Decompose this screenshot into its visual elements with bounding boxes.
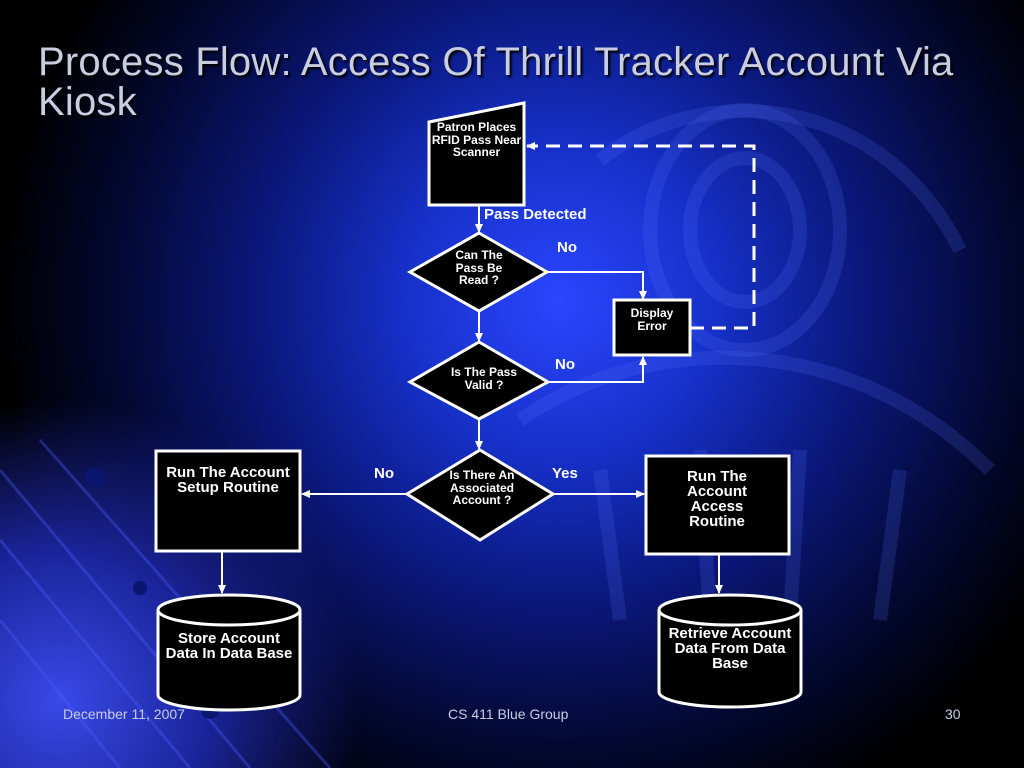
node-run-account-access: Run The Account Access Routine [687,468,747,530]
display-error-shape [612,298,692,357]
node-is-there-account: Is There An Associated Account ? [449,468,515,508]
retrieve-database-shape [657,593,803,709]
edge-label-account-yes: Yes [552,465,578,482]
edge-label-pass-detected: Pass Detected [484,206,587,223]
account-setup-shape [154,449,302,553]
node-patron-places-pass: Patron Places RFID Pass Near Scanner [431,120,522,160]
node-store-account-data: Store Account Data In Data Base [165,630,293,662]
node-is-pass-valid: Is The Pass Valid ? [450,365,518,392]
edge-label-account-no: No [374,465,394,482]
footer-page-number: 30 [945,706,961,722]
edge-error-retry [526,142,756,330]
node-run-account-setup: Run The Account Setup Routine [166,464,290,496]
footer-date: December 11, 2007 [63,706,185,722]
edge-valid-no [548,356,647,383]
edge-label-valid-no: No [555,356,575,373]
manual-input-shape [427,101,526,207]
node-display-error: Display Error [630,306,674,333]
edge-label-read-no: No [557,239,577,256]
footer-group: CS 411 Blue Group [448,706,569,722]
decision-account-shape [404,448,556,542]
slide-title: Process Flow: Access Of Thrill Tracker A… [38,40,954,124]
store-database-shape [156,593,302,712]
node-can-pass-be-read: Can The Pass Be Read ? [455,248,503,288]
edge-read-no [547,271,647,300]
node-retrieve-account-data: Retrieve Account Data From Data Base [668,625,792,672]
account-access-shape [644,454,791,556]
